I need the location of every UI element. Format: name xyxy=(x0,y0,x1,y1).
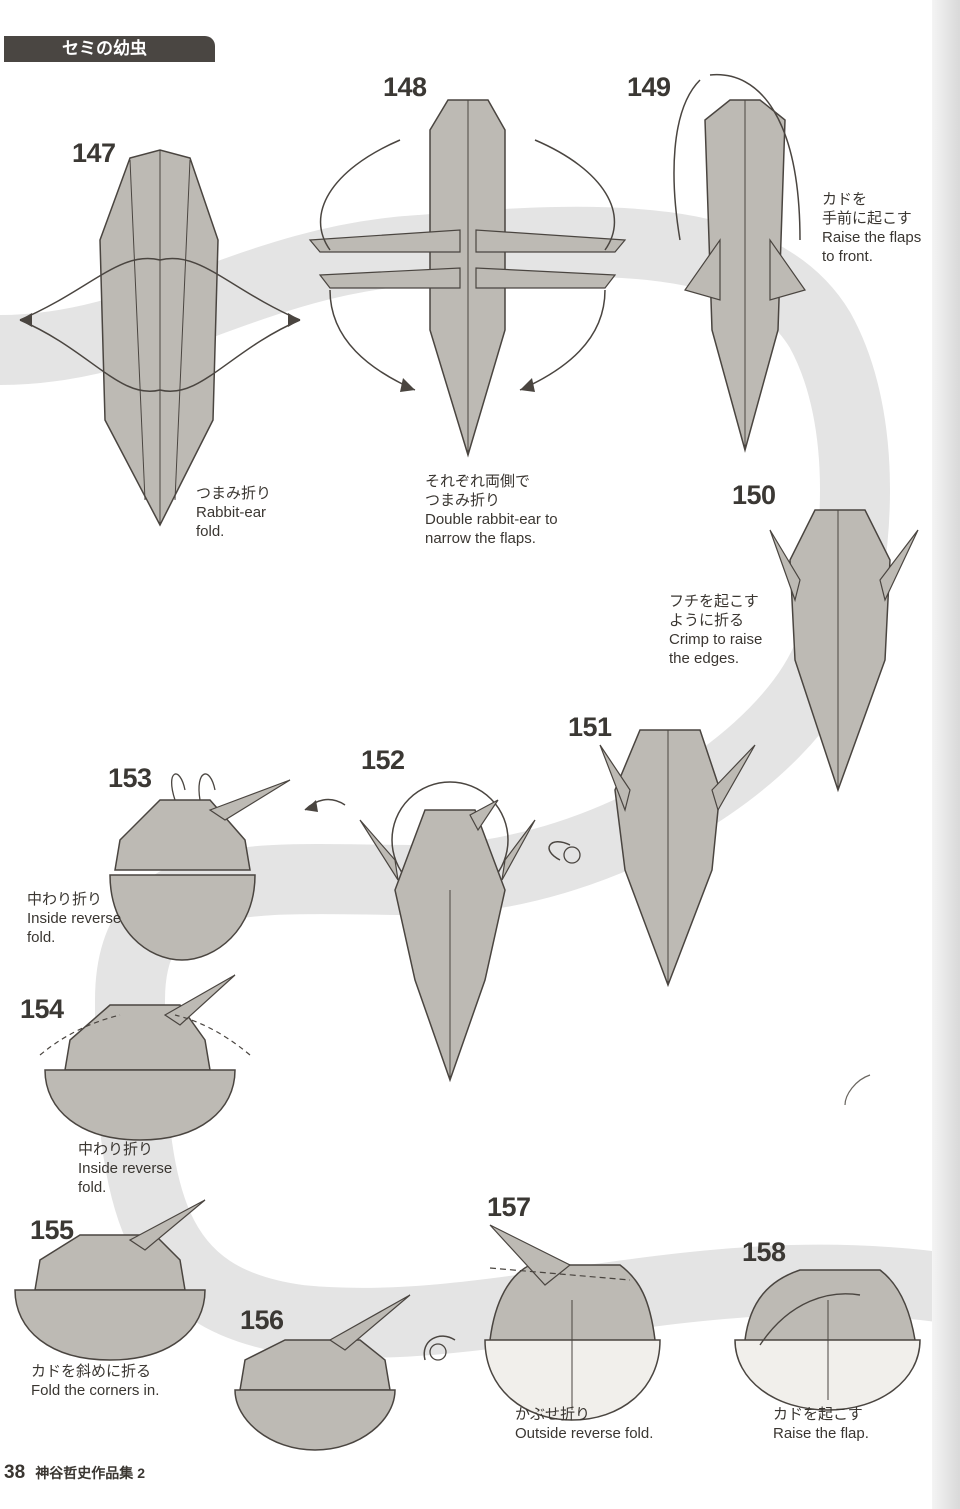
caption-149-jp-line2: 手前に起こす xyxy=(822,210,912,227)
caption-150: フチを起こす ように折る Crimp to raise the edges. xyxy=(669,592,762,668)
caption-147-jp: つまみ折り xyxy=(196,485,272,502)
page-number: 38 xyxy=(4,1462,26,1483)
step-number-152: 152 xyxy=(361,745,405,775)
caption-157: かぶせ折り Outside reverse fold. xyxy=(515,1405,653,1443)
caption-155-en: Fold the corners in. xyxy=(31,1382,160,1399)
step-148-figure xyxy=(308,99,627,458)
caption-148-en-line2: narrow the flaps. xyxy=(425,530,536,547)
caption-148: それぞれ両側で つまみ折り Double rabbit-ear to narro… xyxy=(425,472,558,548)
step-number-147: 147 xyxy=(72,138,116,168)
caption-148-en-line1: Double rabbit-ear to xyxy=(425,511,558,528)
caption-158: カドを起こす Raise the flap. xyxy=(773,1405,869,1443)
page-gutter-shadow xyxy=(932,0,960,1509)
step-152-figure xyxy=(304,781,536,1083)
caption-154: 中わり折り Inside reverse fold. xyxy=(78,1140,172,1197)
step-number-154: 154 xyxy=(20,994,64,1024)
caption-154-en-line2: fold. xyxy=(78,1179,107,1196)
caption-154-jp: 中わり折り xyxy=(78,1141,154,1158)
section-header-tab: セミの幼虫 xyxy=(4,36,215,62)
caption-153: 中わり折り Inside reverse fold. xyxy=(27,890,121,947)
step-156-figure xyxy=(234,1294,456,1451)
caption-149-en-line2: to front. xyxy=(822,248,873,265)
caption-153-en-line1: Inside reverse xyxy=(27,910,122,927)
step-number-155: 155 xyxy=(30,1215,74,1245)
step-157-figure xyxy=(484,1224,661,1421)
caption-148-jp-line2: つまみ折り xyxy=(425,492,501,509)
step-number-150: 150 xyxy=(732,480,776,510)
step-number-148: 148 xyxy=(383,72,427,102)
page-footer: 38 神谷哲史作品集 2 xyxy=(4,1462,145,1484)
caption-154-en-line1: Inside reverse xyxy=(78,1160,173,1177)
caption-149: カドを 手前に起こす Raise the flaps to front. xyxy=(822,190,921,266)
book-title: 神谷哲史作品集 2 xyxy=(35,1465,145,1481)
caption-149-jp-line1: カドを xyxy=(822,191,868,208)
caption-147-en-line1: Rabbit-ear xyxy=(196,504,267,521)
page-curl-mark xyxy=(844,1074,871,1106)
step-154-figure xyxy=(39,974,251,1141)
caption-153-en-line2: fold. xyxy=(27,929,56,946)
step-number-157: 157 xyxy=(487,1192,531,1222)
caption-149-en-line1: Raise the flaps xyxy=(822,229,922,246)
step-158-figure xyxy=(734,1269,921,1411)
section-title: セミの幼虫 xyxy=(62,39,147,59)
step-149-figure xyxy=(673,73,806,453)
caption-150-jp-line2: ように折る xyxy=(669,612,745,629)
step-number-153: 153 xyxy=(108,763,152,793)
step-155-figure xyxy=(14,1199,206,1361)
caption-153-jp: 中わり折り xyxy=(27,891,103,908)
caption-158-jp: カドを起こす xyxy=(773,1406,863,1423)
caption-147: つまみ折り Rabbit-ear fold. xyxy=(196,484,271,541)
step-147-figure xyxy=(19,149,301,527)
step-number-158: 158 xyxy=(742,1237,786,1267)
caption-150-en-line1: Crimp to raise xyxy=(669,631,763,648)
caption-150-jp-line1: フチを起こす xyxy=(669,593,759,610)
caption-155-jp: カドを斜めに折る xyxy=(31,1363,152,1380)
caption-157-en: Outside reverse fold. xyxy=(515,1425,654,1442)
step-number-151: 151 xyxy=(568,712,612,742)
step-153-figure xyxy=(109,773,291,961)
caption-157-jp: かぶせ折り xyxy=(515,1406,591,1423)
caption-155: カドを斜めに折る Fold the corners in. xyxy=(31,1362,159,1400)
caption-158-en: Raise the flap. xyxy=(773,1425,869,1442)
caption-147-en-line2: fold. xyxy=(196,523,225,540)
caption-150-en-line2: the edges. xyxy=(669,650,740,667)
step-number-156: 156 xyxy=(240,1305,284,1335)
step-150-figure xyxy=(769,509,919,793)
step-number-149: 149 xyxy=(627,72,671,102)
step-151-figure xyxy=(548,729,756,988)
caption-148-jp-line1: それぞれ両側で xyxy=(425,473,531,490)
